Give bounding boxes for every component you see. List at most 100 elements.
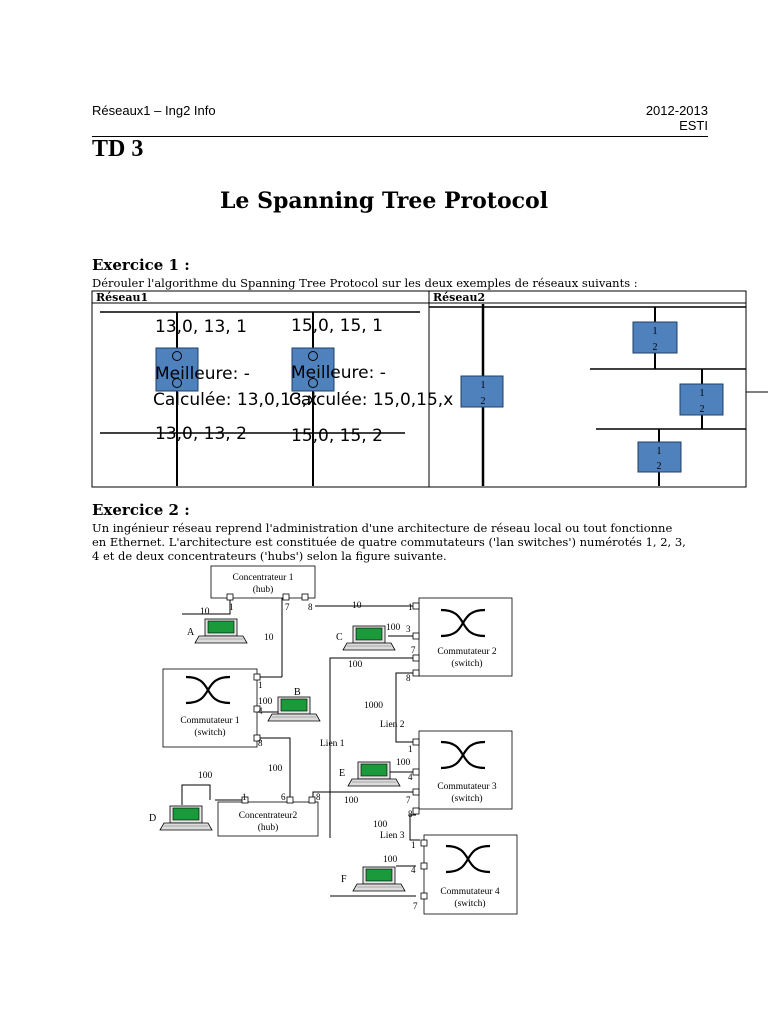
svg-text:8: 8 bbox=[308, 602, 313, 612]
svg-text:2: 2 bbox=[700, 404, 705, 415]
switch2: Commutateur 2 (switch) bbox=[418, 597, 513, 677]
exercise2-line2: en Ethernet. L'architecture est constitu… bbox=[92, 535, 686, 549]
svg-text:Concentrateur2: Concentrateur2 bbox=[239, 811, 298, 821]
svg-text:4: 4 bbox=[408, 772, 413, 782]
annotation-b-top: 15,0, 15, 1 bbox=[291, 316, 383, 336]
exercise2-line3: 4 et de deux concentrateurs ('hubs') sel… bbox=[92, 549, 447, 563]
switch4: Commutateur 4 (switch) bbox=[423, 834, 518, 915]
svg-text:100: 100 bbox=[386, 623, 401, 633]
host-a: A bbox=[187, 618, 248, 644]
svg-text:4: 4 bbox=[258, 706, 263, 716]
svg-text:(switch): (switch) bbox=[194, 727, 225, 738]
svg-text:7: 7 bbox=[411, 645, 416, 655]
exercise1-heading: Exercice 1 : bbox=[92, 256, 190, 274]
annotation-a-computed: Calculée: 13,0,13,x bbox=[153, 390, 318, 410]
svg-text:100: 100 bbox=[373, 820, 388, 830]
svg-text:1: 1 bbox=[408, 744, 413, 754]
svg-text:E: E bbox=[339, 768, 345, 779]
svg-text:7: 7 bbox=[413, 901, 418, 911]
svg-text:(hub): (hub) bbox=[253, 584, 274, 595]
td-label: TD 3 bbox=[92, 136, 144, 162]
host-f: F bbox=[341, 866, 406, 892]
svg-text:B: B bbox=[294, 687, 301, 698]
svg-text:(switch): (switch) bbox=[454, 898, 485, 909]
svg-text:8: 8 bbox=[316, 792, 321, 802]
svg-text:Commutateur 4: Commutateur 4 bbox=[440, 887, 500, 897]
annotation-a-top: 13,0, 13, 1 bbox=[155, 317, 247, 337]
host-c: C bbox=[336, 625, 396, 651]
annotation-a-bottom: 13,0, 13, 2 bbox=[155, 424, 247, 444]
bridge-box-c: 1 2 bbox=[460, 375, 504, 408]
switch1: Commutateur 1 (switch) bbox=[162, 668, 258, 748]
svg-text:10: 10 bbox=[200, 607, 210, 617]
svg-text:C: C bbox=[336, 632, 343, 643]
svg-text:1: 1 bbox=[411, 840, 416, 850]
svg-text:1: 1 bbox=[408, 602, 413, 612]
svg-text:8: 8 bbox=[258, 738, 263, 748]
school-label: ESTI bbox=[679, 118, 708, 133]
svg-text:1: 1 bbox=[229, 602, 234, 612]
svg-text:10: 10 bbox=[264, 633, 274, 643]
host-e: E bbox=[339, 761, 401, 787]
annotation-b-bottom: 15,0, 15, 2 bbox=[291, 426, 383, 446]
svg-text:100: 100 bbox=[258, 697, 273, 707]
host-b: B bbox=[267, 687, 321, 722]
year-label: 2012-2013 bbox=[645, 103, 708, 118]
svg-text:4: 4 bbox=[411, 865, 416, 875]
table-header-reseau1: Réseau1 bbox=[96, 291, 149, 304]
svg-text:2: 2 bbox=[481, 396, 486, 407]
svg-text:7: 7 bbox=[285, 602, 290, 612]
svg-text:(switch): (switch) bbox=[451, 658, 482, 669]
svg-text:Commutateur 1: Commutateur 1 bbox=[180, 716, 240, 726]
svg-text:1000: 1000 bbox=[364, 701, 383, 711]
annotation-a-best: Meilleure: - bbox=[155, 364, 250, 384]
svg-text:(switch): (switch) bbox=[451, 793, 482, 804]
svg-text:2: 2 bbox=[657, 461, 662, 472]
page-title: Le Spanning Tree Protocol bbox=[219, 188, 549, 214]
svg-text:100: 100 bbox=[396, 758, 411, 768]
svg-text:1: 1 bbox=[481, 380, 486, 391]
svg-text:100: 100 bbox=[198, 771, 213, 781]
svg-text:1: 1 bbox=[700, 388, 705, 399]
svg-text:(hub): (hub) bbox=[258, 822, 279, 833]
bridge-box-e: 1 2 bbox=[679, 383, 724, 416]
bridge-box-f: 1 2 bbox=[637, 441, 682, 473]
svg-text:100: 100 bbox=[383, 855, 398, 865]
svg-text:D: D bbox=[149, 813, 156, 824]
hub2: Concentrateur2 (hub) bbox=[217, 801, 319, 837]
svg-text:8: 8 bbox=[408, 809, 413, 819]
annotation-b-computed: Calculée: 15,0,15,x bbox=[289, 390, 454, 410]
svg-text:Concentrateur 1: Concentrateur 1 bbox=[233, 573, 294, 583]
bridge-box-a bbox=[155, 347, 199, 392]
svg-text:1: 1 bbox=[657, 446, 662, 457]
header-rule bbox=[92, 136, 708, 137]
svg-text:100: 100 bbox=[344, 796, 359, 806]
svg-text:1: 1 bbox=[258, 680, 263, 690]
annotation-b-best: Meilleure: - bbox=[291, 363, 386, 383]
svg-text:1: 1 bbox=[653, 326, 658, 337]
svg-text:Lien 2: Lien 2 bbox=[380, 720, 405, 730]
hub1: Concentrateur 1 (hub) bbox=[210, 565, 316, 599]
switch3: Commutateur 3 (switch) bbox=[418, 730, 513, 810]
svg-text:8: 8 bbox=[406, 673, 411, 683]
bridge-box-d: 1 2 bbox=[632, 321, 678, 354]
exercise1-table: 1 2 1 2 1 2 1 2 bbox=[91, 290, 768, 488]
svg-text:Commutateur 3: Commutateur 3 bbox=[437, 782, 497, 792]
svg-text:Lien 3: Lien 3 bbox=[380, 831, 405, 841]
svg-text:6: 6 bbox=[281, 792, 286, 802]
svg-text:100: 100 bbox=[268, 764, 283, 774]
bridge-box-b bbox=[291, 347, 335, 392]
exercise2-line1: Un ingénieur réseau reprend l'administra… bbox=[92, 521, 673, 535]
svg-text:F: F bbox=[341, 874, 347, 885]
exercise2-heading: Exercice 2 : bbox=[92, 501, 190, 519]
svg-text:A: A bbox=[187, 627, 195, 638]
svg-text:1: 1 bbox=[242, 792, 247, 802]
svg-text:Lien 1: Lien 1 bbox=[320, 739, 345, 749]
svg-text:Commutateur 2: Commutateur 2 bbox=[437, 647, 497, 657]
host-d: D bbox=[149, 805, 213, 831]
table-header-reseau2: Réseau2 bbox=[433, 291, 486, 304]
course-label: Réseaux1 – Ing2 Info bbox=[92, 103, 216, 118]
svg-text:3: 3 bbox=[406, 624, 411, 634]
svg-text:7: 7 bbox=[406, 795, 411, 805]
